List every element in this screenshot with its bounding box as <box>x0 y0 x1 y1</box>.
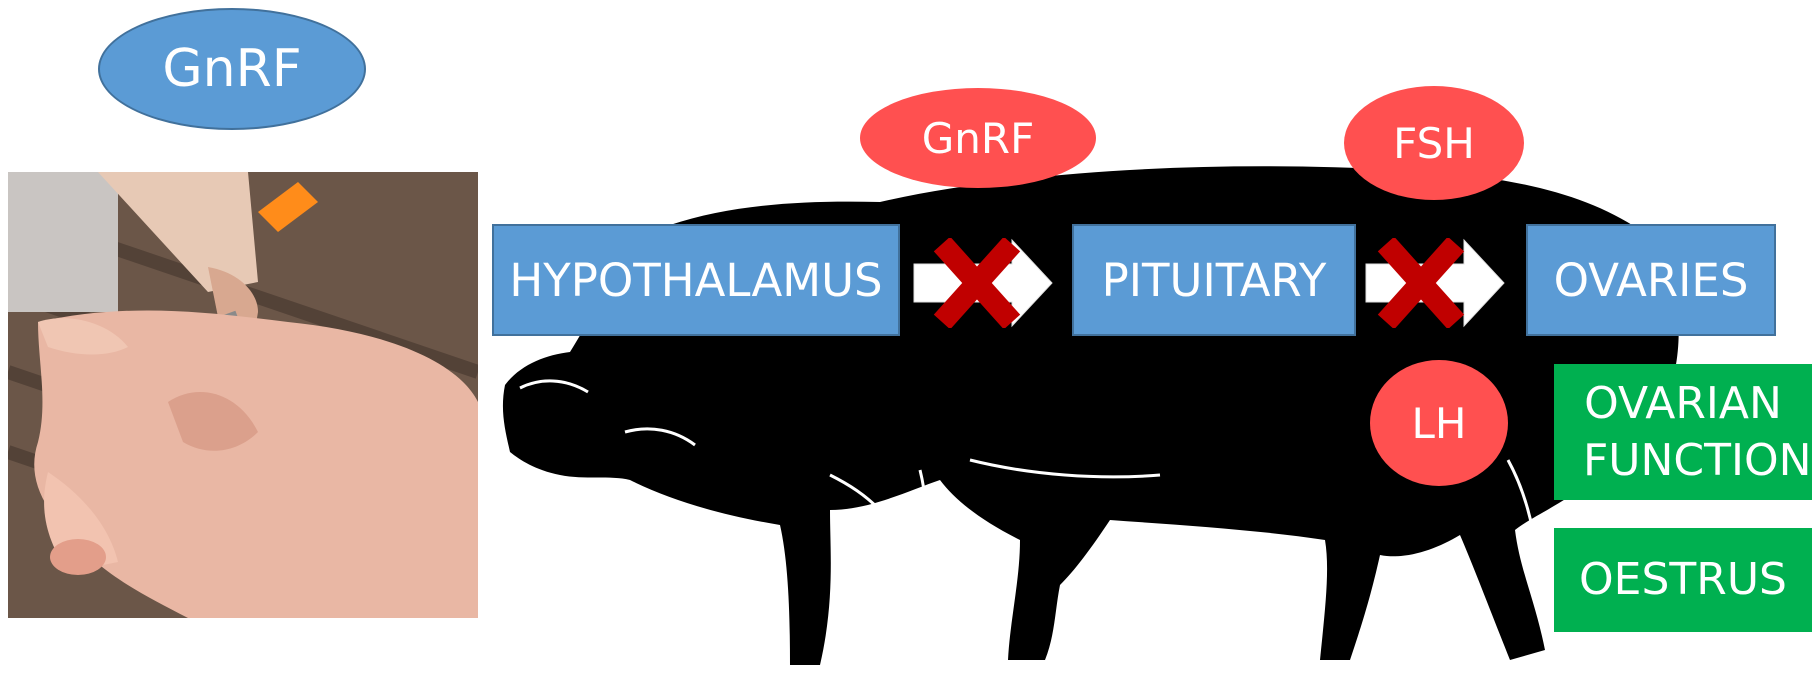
blocked-arrow-2 <box>1364 238 1514 328</box>
hormone-fsh-label: FSH <box>1393 119 1475 168</box>
stage-hypothalamus: HYPOTHALAMUS <box>492 224 900 336</box>
hormone-gnrf-label: GnRF <box>922 114 1035 163</box>
outcome-ovarian-function: OVARIAN FUNCTION <box>1554 364 1812 500</box>
outcome-oestrus-label: OESTRUS <box>1579 551 1787 608</box>
gnrf-vaccine-label: GnRF <box>98 8 366 130</box>
stage-ovaries: OVARIES <box>1526 224 1776 336</box>
outcome-oestrus: OESTRUS <box>1554 528 1812 632</box>
pig-silhouette <box>500 130 1720 677</box>
hormone-lh-label: LH <box>1412 399 1467 448</box>
outcome-ovarian-function-label: OVARIAN FUNCTION <box>1583 375 1783 489</box>
hormone-lh: LH <box>1370 360 1508 486</box>
pig-injection-photo-illustration <box>8 172 478 618</box>
stage-ovaries-label: OVARIES <box>1554 254 1749 307</box>
gnrf-vaccine-text: GnRF <box>162 39 301 99</box>
stage-pituitary: PITUITARY <box>1072 224 1356 336</box>
hormone-fsh: FSH <box>1344 86 1524 200</box>
hormone-gnrf: GnRF <box>860 88 1096 188</box>
stage-hypothalamus-label: HYPOTHALAMUS <box>509 254 882 307</box>
pig-injection-photo <box>8 172 478 618</box>
stage-pituitary-label: PITUITARY <box>1102 254 1327 307</box>
blocked-arrow-1 <box>912 238 1062 328</box>
